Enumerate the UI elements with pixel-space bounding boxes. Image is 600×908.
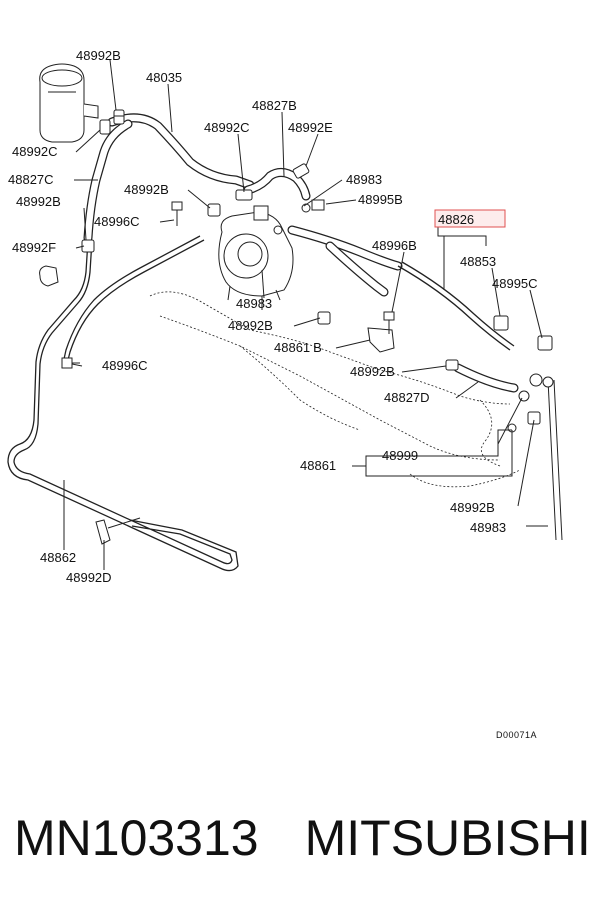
clamp-48992C-left bbox=[99, 119, 111, 135]
label-48983-top: 48983 bbox=[346, 172, 382, 187]
label-48827B: 48827B bbox=[252, 98, 297, 113]
bolt-48995B bbox=[301, 199, 325, 213]
clamp-48992B-right bbox=[445, 359, 459, 371]
hose-48827D bbox=[453, 363, 519, 393]
drawing-code: D00071A bbox=[496, 730, 537, 740]
fitting-48999 bbox=[507, 390, 541, 433]
washer-48983-right bbox=[529, 373, 554, 388]
label-48992B-mid: 48992B bbox=[124, 182, 169, 197]
label-48992B-low: 48992B bbox=[228, 318, 273, 333]
label-48992D: 48992D bbox=[66, 570, 112, 585]
bracket-48992D bbox=[95, 519, 111, 545]
label-48995C: 48995C bbox=[492, 276, 538, 291]
label-48862: 48862 bbox=[40, 550, 76, 565]
clamp-48992F bbox=[39, 265, 59, 287]
label-48995B: 48995B bbox=[358, 192, 403, 207]
label-48853: 48853 bbox=[460, 254, 496, 269]
label-48826: 48826 bbox=[438, 212, 474, 227]
label-48983-mid: 48983 bbox=[236, 296, 272, 311]
label-48992F: 48992F bbox=[12, 240, 56, 255]
clamp-48992B-low bbox=[317, 311, 331, 325]
label-48827D: 48827D bbox=[384, 390, 430, 405]
label-48861: 48861 bbox=[300, 458, 336, 473]
cooler-tube-48862 bbox=[7, 235, 239, 572]
label-48992B-right: 48992B bbox=[350, 364, 395, 379]
bracket-48861B bbox=[367, 327, 395, 353]
label-48035: 48035 bbox=[146, 70, 182, 85]
highlight-box-48826 bbox=[434, 209, 506, 228]
label-48992C-left: 48992C bbox=[12, 144, 58, 159]
label-48827C: 48827C bbox=[8, 172, 54, 187]
leader-lines bbox=[63, 59, 548, 570]
label-48996B: 48996B bbox=[372, 238, 417, 253]
bolt-48996C-top bbox=[171, 201, 183, 226]
brand-name: MITSUBISHI bbox=[304, 810, 591, 866]
label-48992C-mid: 48992C bbox=[204, 120, 250, 135]
footer-caption: MN103313 MITSUBISHI bbox=[14, 808, 594, 868]
power-steering-pump bbox=[218, 205, 294, 301]
suction-hose-48827C bbox=[83, 119, 133, 243]
hose-48827B bbox=[243, 168, 311, 201]
label-48992B-left: 48992B bbox=[16, 194, 61, 209]
fitting-48995C bbox=[537, 335, 553, 351]
label-48861B-number: 48861 bbox=[274, 340, 310, 355]
label-48996C-low: 48996C bbox=[102, 358, 148, 373]
parts-diagram: 48992B 48035 48992C 48827B 48992C 48992E… bbox=[7, 48, 563, 740]
label-48999: 48999 bbox=[382, 448, 418, 463]
clamp-48992B-top bbox=[113, 109, 125, 125]
bolt-48996C-low bbox=[61, 357, 80, 369]
reservoir-tank bbox=[39, 63, 99, 143]
bolt-48996B bbox=[383, 311, 395, 334]
label-48861B-suffix: B bbox=[313, 340, 322, 355]
clamp-48992B-mid bbox=[207, 203, 221, 217]
label-48992E: 48992E bbox=[288, 120, 333, 135]
return-hose-48035 bbox=[107, 113, 255, 190]
part-number: MN103313 bbox=[14, 810, 259, 866]
fitting-48853 bbox=[493, 315, 509, 331]
washer-48983-top bbox=[273, 225, 283, 235]
label-48992B-bottom: 48992B bbox=[450, 500, 495, 515]
label-48996C-top: 48996C bbox=[94, 214, 140, 229]
clamp-48992E bbox=[292, 163, 310, 179]
label-48983-bottom: 48983 bbox=[470, 520, 506, 535]
label-48992B-top: 48992B bbox=[76, 48, 121, 63]
pressure-hose-48826 bbox=[287, 225, 515, 351]
